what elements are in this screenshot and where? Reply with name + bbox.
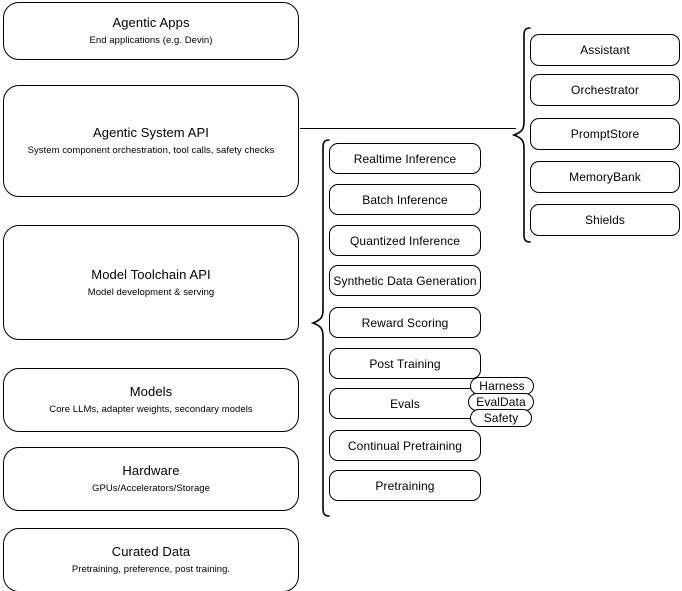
toolchain-batch-inference[interactable]: Batch Inference bbox=[329, 184, 481, 215]
toolchain-reward-scoring[interactable]: Reward Scoring bbox=[329, 307, 481, 338]
evals-badge-evaldata[interactable]: EvalData bbox=[468, 393, 534, 411]
toolchain-pretraining[interactable]: Pretraining bbox=[329, 470, 481, 501]
layer-subtitle: GPUs/Accelerators/Storage bbox=[92, 483, 210, 494]
toolchain-realtime-inference[interactable]: Realtime Inference bbox=[329, 143, 481, 174]
component-orchestrator[interactable]: Orchestrator bbox=[530, 74, 680, 106]
layer-hardware[interactable]: Hardware GPUs/Accelerators/Storage bbox=[3, 447, 299, 511]
toolchain-label: Realtime Inference bbox=[353, 151, 457, 166]
layer-agentic-system-api[interactable]: Agentic System API System component orch… bbox=[3, 85, 299, 197]
toolchain-synthetic-data-generation[interactable]: Synthetic Data Generation bbox=[329, 265, 481, 296]
brace-toolchain-components bbox=[311, 138, 331, 518]
layer-title: Agentic Apps bbox=[112, 15, 190, 30]
toolchain-post-training[interactable]: Post Training bbox=[329, 348, 481, 379]
layer-curated-data[interactable]: Curated Data Pretraining, preference, po… bbox=[3, 528, 299, 591]
brace-agentic-system-components bbox=[512, 26, 532, 244]
component-label: PromptStore bbox=[570, 127, 640, 141]
evals-badge-label: Harness bbox=[479, 379, 525, 393]
layer-models[interactable]: Models Core LLMs, adapter weights, secon… bbox=[3, 368, 299, 432]
toolchain-label: Reward Scoring bbox=[361, 315, 449, 330]
toolchain-label: Batch Inference bbox=[362, 192, 448, 207]
component-label: Orchestrator bbox=[571, 83, 639, 97]
toolchain-label: Continual Pretraining bbox=[347, 438, 463, 453]
layer-title: Curated Data bbox=[111, 544, 191, 559]
layer-subtitle: System component orchestration, tool cal… bbox=[27, 145, 275, 156]
layer-title: Agentic System API bbox=[93, 125, 209, 140]
layer-subtitle: Pretraining, preference, post training. bbox=[71, 564, 231, 575]
layer-subtitle: End applications (e.g. Devin) bbox=[89, 35, 213, 46]
layer-subtitle: Model development & serving bbox=[87, 286, 215, 298]
component-label: Shields bbox=[584, 213, 626, 227]
component-label: Assistant bbox=[580, 43, 630, 57]
toolchain-label: Quantized Inference bbox=[350, 233, 460, 248]
layer-model-toolchain-api[interactable]: Model Toolchain API Model development & … bbox=[3, 225, 299, 340]
component-shields[interactable]: Shields bbox=[530, 204, 680, 236]
toolchain-evals[interactable]: Evals bbox=[329, 388, 481, 419]
component-memorybank[interactable]: MemoryBank bbox=[530, 161, 680, 193]
layer-subtitle: Core LLMs, adapter weights, secondary mo… bbox=[49, 404, 253, 415]
layer-title: Model Toolchain API bbox=[91, 266, 211, 282]
evals-badge-label: Safety bbox=[483, 411, 519, 425]
toolchain-label: Evals bbox=[390, 396, 420, 411]
layer-title: Models bbox=[129, 384, 173, 399]
toolchain-label: Post Training bbox=[369, 356, 441, 371]
toolchain-label: Pretraining bbox=[375, 478, 435, 493]
component-assistant[interactable]: Assistant bbox=[530, 34, 680, 66]
layer-title: Hardware bbox=[122, 463, 180, 478]
toolchain-label: Synthetic Data Generation bbox=[333, 273, 477, 288]
toolchain-continual-pretraining[interactable]: Continual Pretraining bbox=[329, 430, 481, 461]
evals-badge-safety[interactable]: Safety bbox=[470, 409, 532, 427]
evals-badge-label: EvalData bbox=[476, 395, 526, 409]
toolchain-quantized-inference[interactable]: Quantized Inference bbox=[329, 225, 481, 256]
layer-agentic-apps[interactable]: Agentic Apps End applications (e.g. Devi… bbox=[3, 2, 299, 60]
component-promptstore[interactable]: PromptStore bbox=[530, 118, 680, 150]
connector-agentic-system-api-to-components bbox=[300, 128, 516, 130]
component-label: MemoryBank bbox=[569, 170, 641, 184]
